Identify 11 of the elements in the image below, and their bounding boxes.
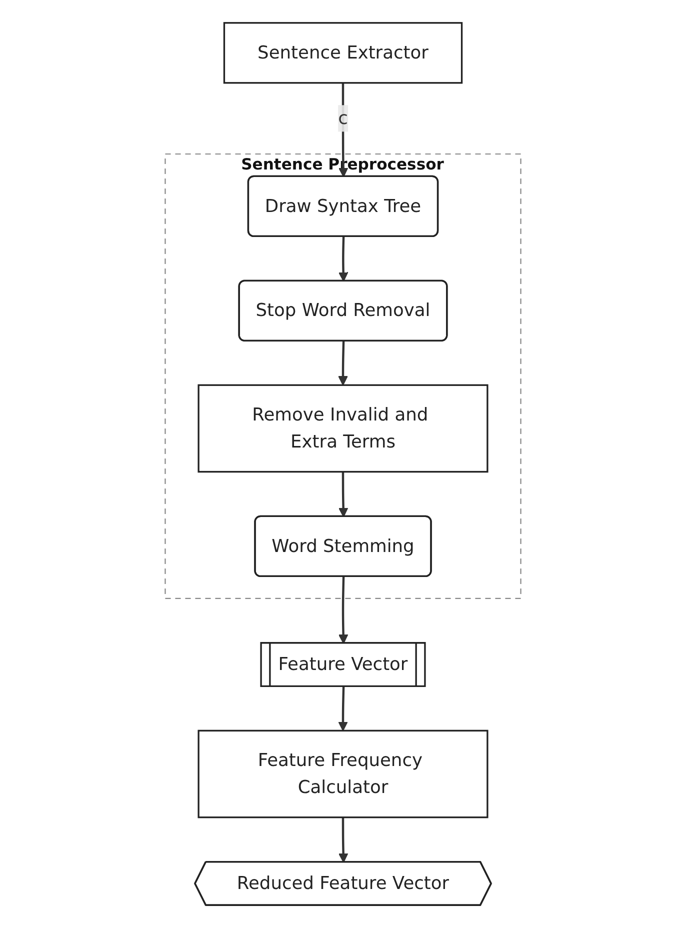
arrow (338, 472, 348, 518)
node-box: Remove Invalid and Extra Terms (197, 384, 488, 473)
node-box: Feature Frequency Calculator (197, 730, 488, 818)
edge-label: c (338, 107, 348, 128)
arrow (338, 686, 348, 732)
arrow (338, 341, 348, 386)
arrow (338, 82, 348, 178)
arrow (338, 236, 348, 282)
node-box: Sentence Extractor (222, 22, 462, 84)
arrow (338, 576, 348, 644)
arrow (338, 817, 348, 863)
